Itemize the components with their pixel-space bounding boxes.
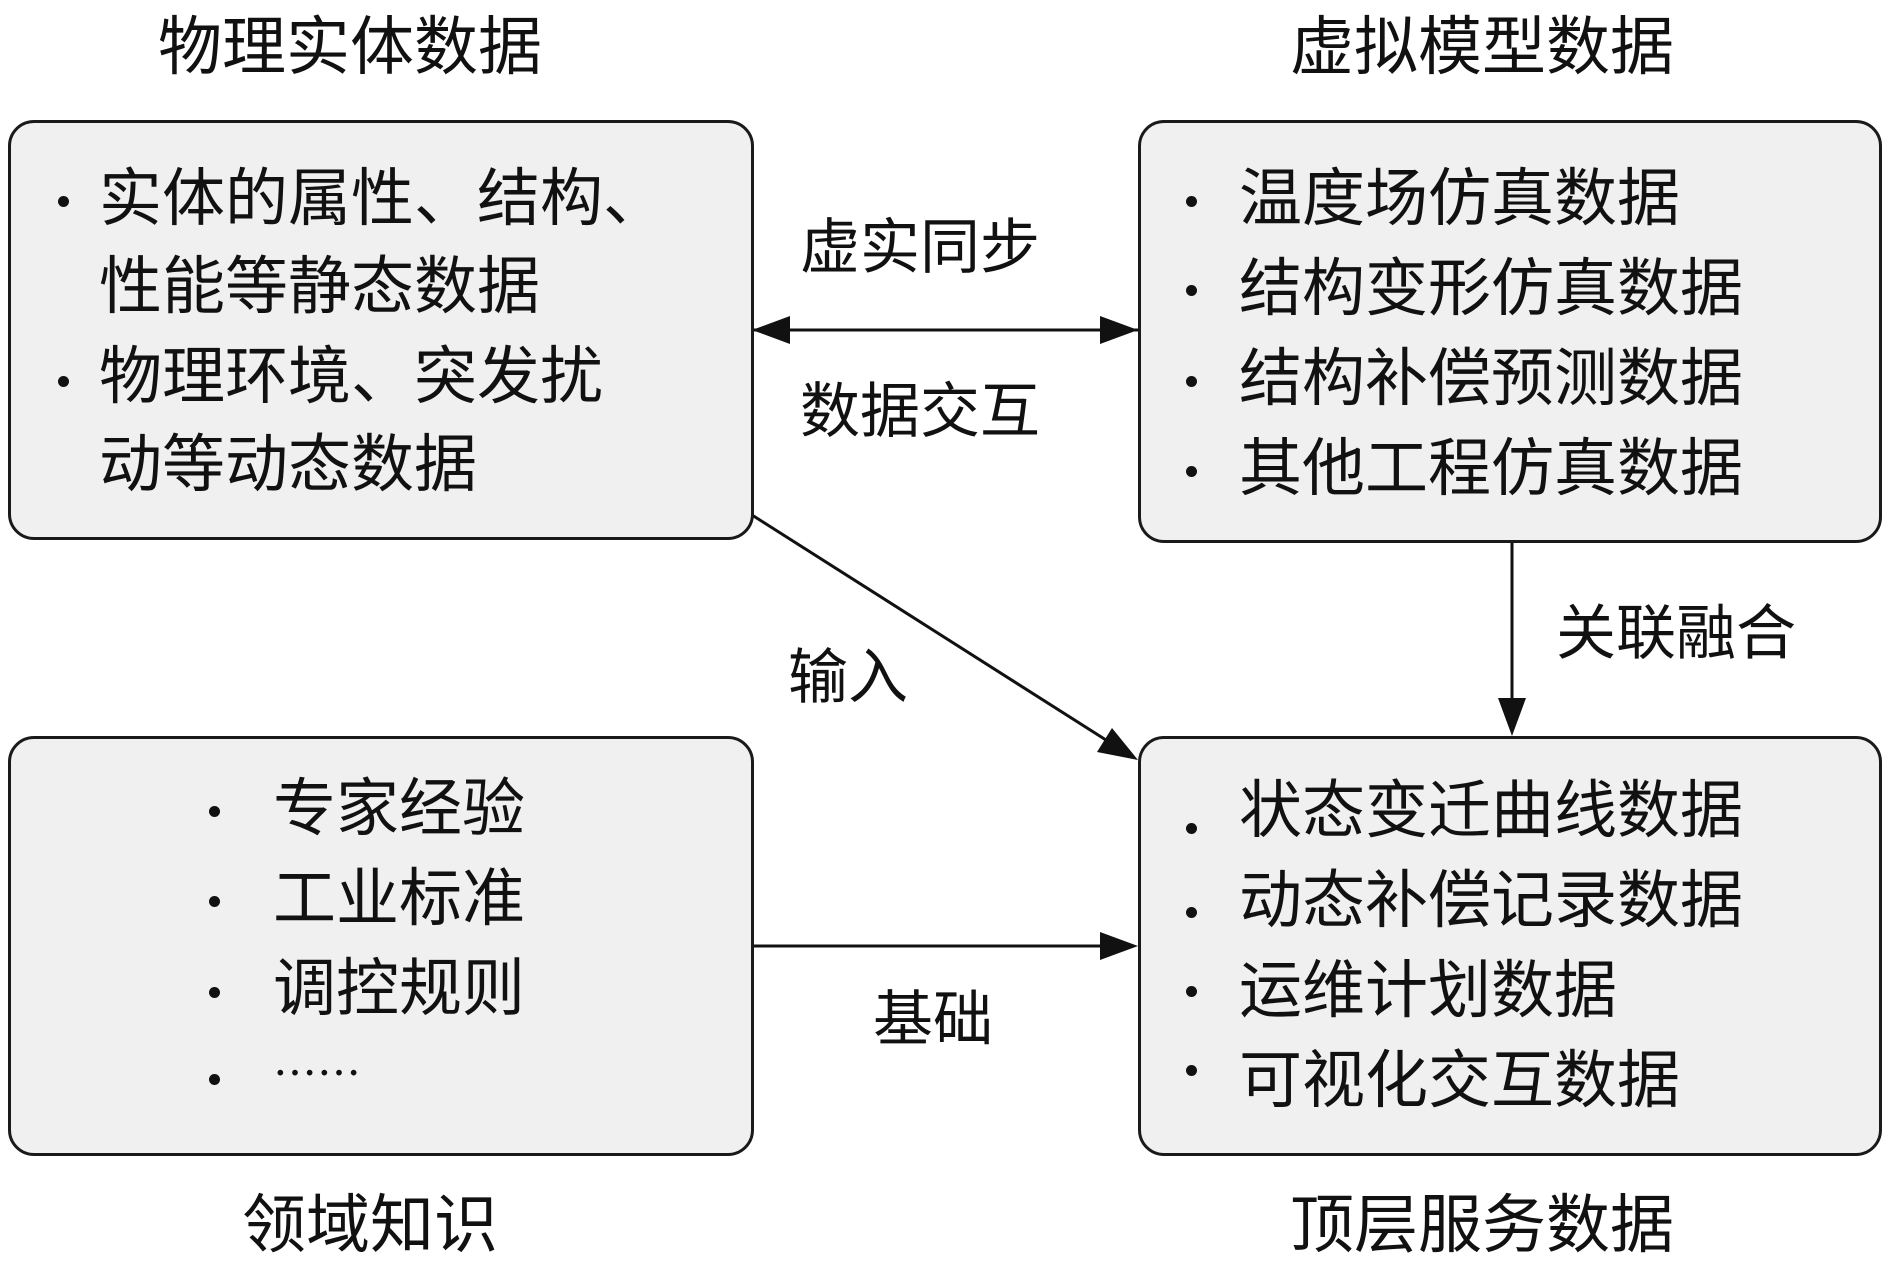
physical-item-1: 实体的属性、结构、 [99,162,666,235]
virtual-item-2: 结构变形仿真数据 [1239,252,1743,325]
basis-arrowhead [1100,932,1138,960]
basis-label: 基础 [873,985,993,1055]
bullet-icon [1186,907,1197,918]
service-data-title: 顶层服务数据 [1290,1189,1674,1263]
bullet-icon [1186,823,1197,834]
bullet-icon [1186,1065,1197,1076]
fusion-label: 关联融合 [1556,599,1796,669]
input-label: 输入 [788,643,908,713]
bullet-icon [209,806,220,817]
input-arrow [751,513,1138,760]
sync-arrowhead-left [752,316,790,344]
virtual-model-title: 虚拟模型数据 [1290,11,1674,85]
bullet-icon [209,1074,220,1085]
service-item-4: 可视化交互数据 [1239,1044,1680,1117]
input-arrowhead [1097,728,1138,760]
domain-item-1: 专家经验 [273,772,525,845]
physical-item-2: 物理环境、突发扰 [99,340,603,413]
service-item-3: 运维计划数据 [1239,954,1617,1027]
basis-arrow [752,932,1138,960]
domain-item-2: 工业标准 [273,862,525,935]
service-item-1: 状态变迁曲线数据 [1239,774,1743,847]
bullet-icon [1186,196,1197,207]
virtual-item-3: 结构补偿预测数据 [1239,342,1743,415]
bullet-icon [1186,986,1197,997]
virtual-item-1: 温度场仿真数据 [1239,162,1680,235]
physical-item-2-cont: 动等动态数据 [99,428,477,501]
bullet-icon [1186,376,1197,387]
bullet-icon [209,987,220,998]
sync-label-bottom: 数据交互 [800,377,1040,447]
service-data-box: 状态变迁曲线数据 动态补偿记录数据 运维计划数据 可视化交互数据 [1138,736,1882,1156]
physical-entity-title: 物理实体数据 [158,11,542,85]
domain-knowledge-title: 领域知识 [242,1189,498,1263]
sync-arrowhead-right [1100,316,1138,344]
fusion-arrowhead [1498,698,1526,736]
virtual-item-4: 其他工程仿真数据 [1239,432,1743,505]
sync-label-top: 虚实同步 [800,213,1040,283]
bullet-icon [1186,285,1197,296]
physical-item-1-cont: 性能等静态数据 [99,250,540,323]
bullet-icon [58,376,69,387]
fusion-arrow [1498,543,1526,736]
service-item-2: 动态补偿记录数据 [1239,864,1743,937]
sync-arrow [752,316,1138,344]
virtual-model-box: 温度场仿真数据 结构变形仿真数据 结构补偿预测数据 其他工程仿真数据 [1138,120,1882,543]
domain-item-3: 调控规则 [273,952,525,1025]
bullet-icon [209,896,220,907]
domain-item-4: …… [273,1035,361,1086]
physical-entity-box: 实体的属性、结构、 性能等静态数据 物理环境、突发扰 动等动态数据 [8,120,754,540]
bullet-icon [1186,466,1197,477]
domain-knowledge-box: 专家经验 工业标准 调控规则 …… [8,736,754,1156]
bullet-icon [58,196,69,207]
